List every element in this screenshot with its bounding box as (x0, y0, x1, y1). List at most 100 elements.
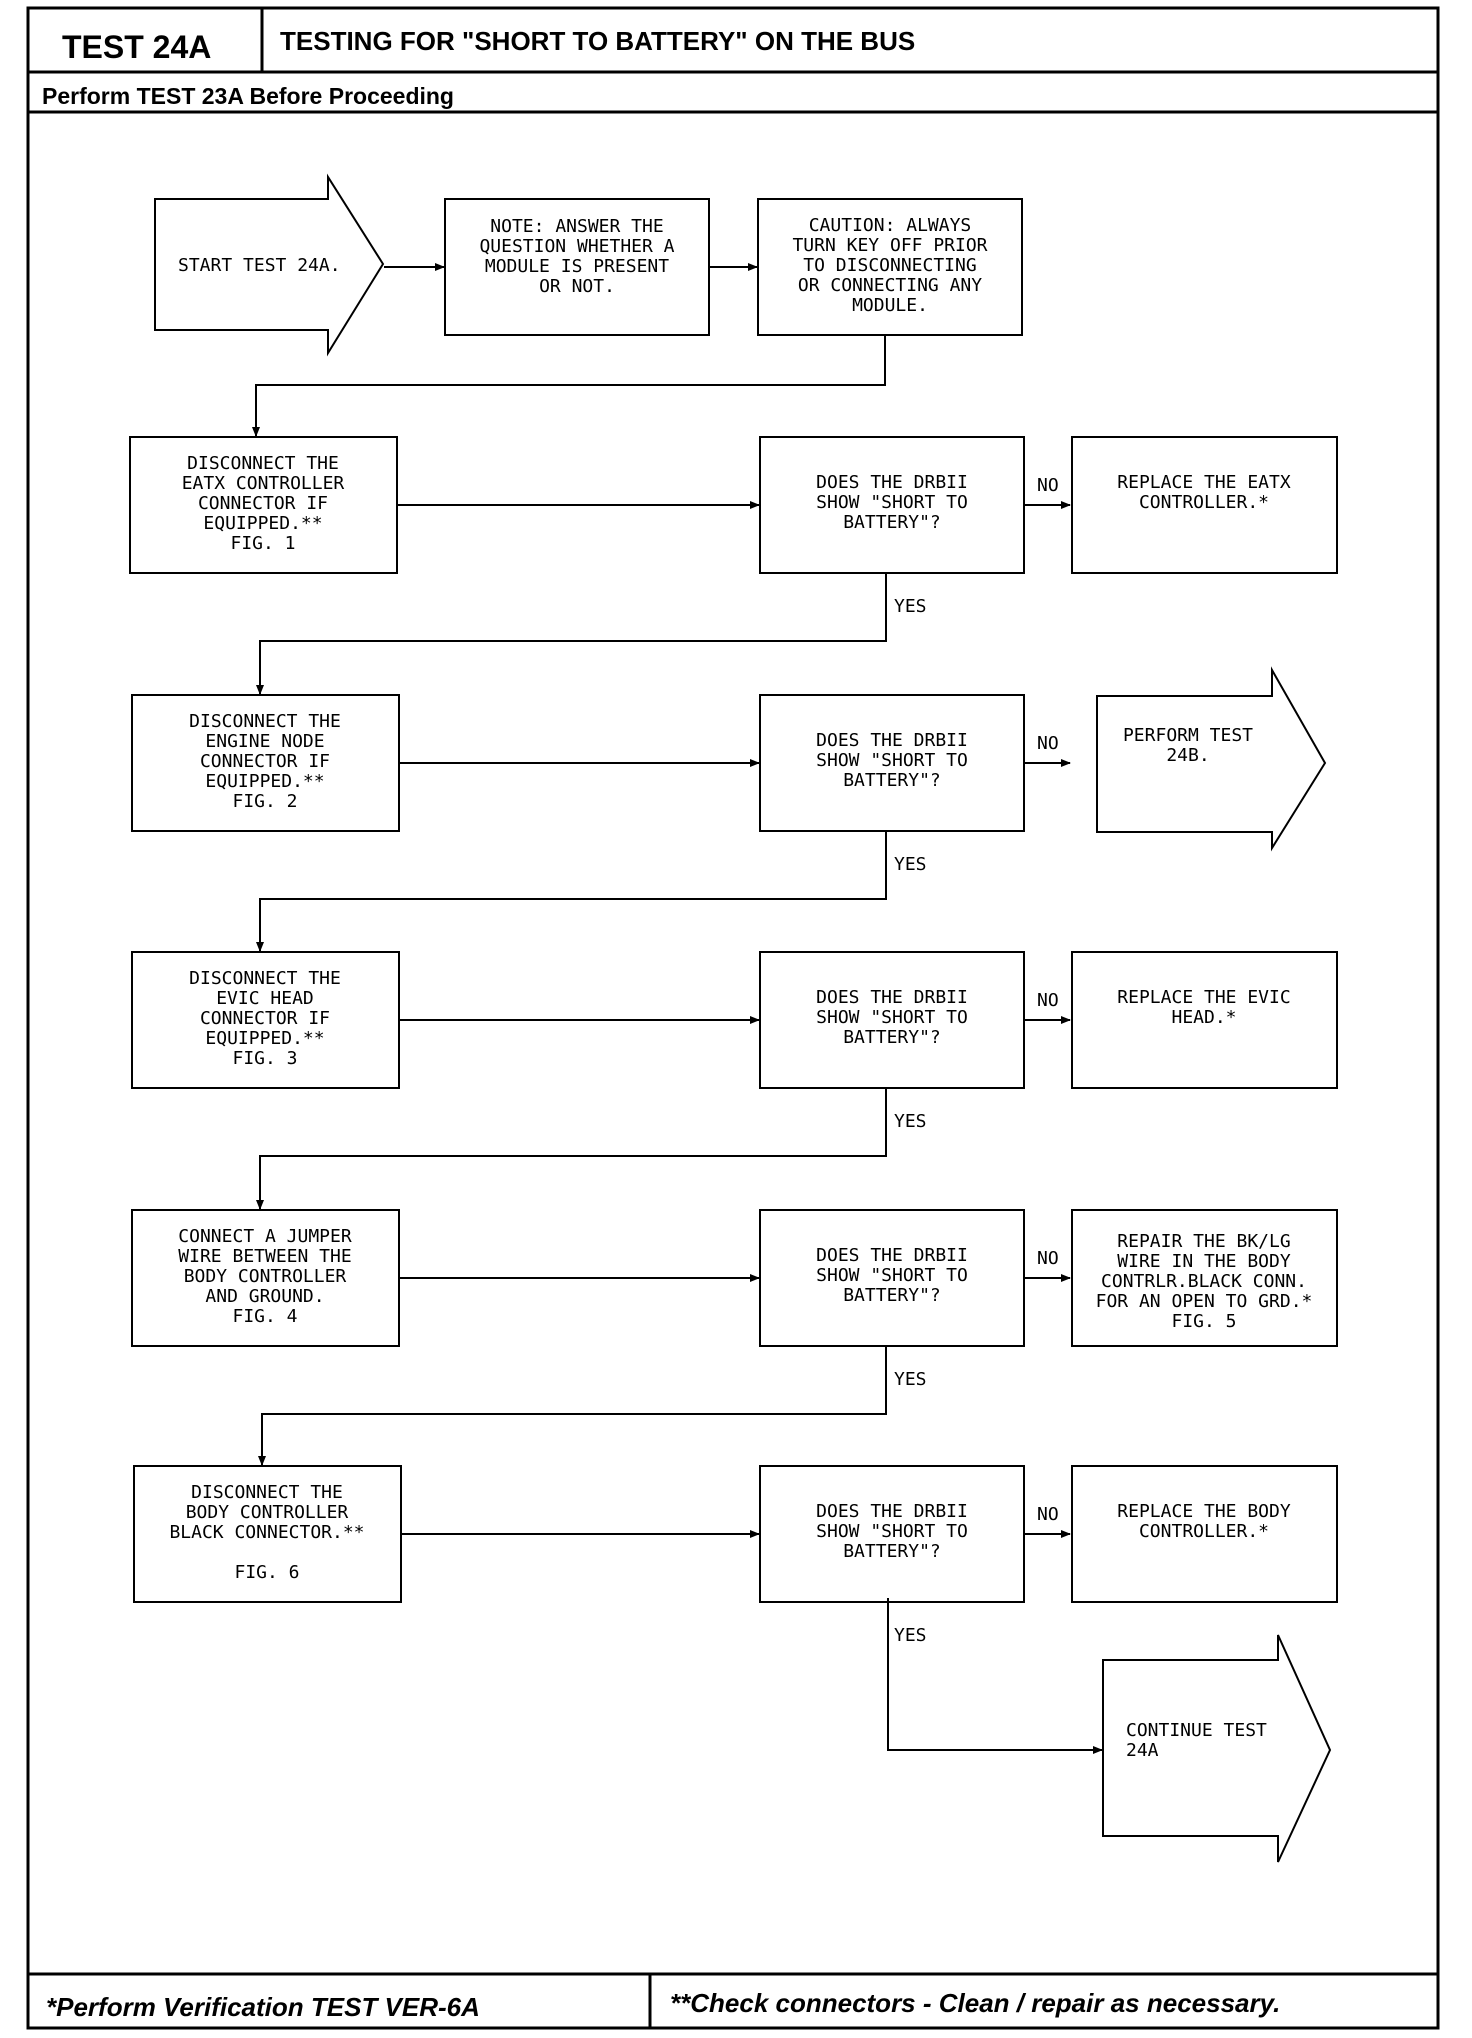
action-line: DISCONNECT THE (189, 968, 341, 989)
no-result-line: WIRE IN THE BODY (1117, 1251, 1291, 1272)
action-line: CONNECTOR IF (200, 1008, 330, 1029)
caution-line: TURN KEY OFF PRIOR (792, 235, 987, 256)
no-result-line: FOR AN OPEN TO GRD.* (1096, 1291, 1313, 1312)
question-line: BATTERY"? (843, 1027, 941, 1048)
no-label: NO (1037, 1248, 1059, 1269)
action-line: BODY CONTROLLER (184, 1266, 347, 1287)
start-label: START TEST 24A. (178, 255, 341, 276)
action-line: CONNECTOR IF (200, 751, 330, 772)
question-line: BATTERY"? (843, 1285, 941, 1306)
yes-label: YES (894, 1625, 927, 1646)
action-line: DISCONNECT THE (189, 711, 341, 732)
footer-connector-note: **Check connectors - Clean / repair as n… (670, 1988, 1280, 2018)
perform-test-arrow (1096, 666, 1327, 852)
question-box (759, 951, 1025, 1089)
question-line: SHOW "SHORT TO (816, 750, 968, 771)
action-line: CONNECTOR IF (198, 493, 328, 514)
no-result-line: CONTROLLER.* (1139, 492, 1269, 513)
arrow-yes-to-continue (887, 1598, 1103, 1754)
question-line: DOES THE DRBII (816, 987, 968, 1008)
action-line: DISCONNECT THE (187, 453, 339, 474)
question-line: DOES THE DRBII (816, 730, 968, 751)
question-line: BATTERY"? (843, 512, 941, 533)
no-result-line: CONTROLLER.* (1139, 1521, 1269, 1542)
action-line: FIG. 6 (234, 1562, 299, 1583)
page-title: TESTING FOR "SHORT TO BATTERY" ON THE BU… (280, 26, 915, 56)
question-box (759, 1465, 1025, 1603)
no-label: NO (1037, 475, 1059, 496)
prerequisite-note: Perform TEST 23A Before Proceeding (42, 83, 454, 109)
no-result-line: FIG. 5 (1171, 1311, 1236, 1332)
action-line: CONNECT A JUMPER (178, 1226, 352, 1247)
action-line: BLACK CONNECTOR.** (169, 1522, 364, 1543)
note-line: MODULE IS PRESENT (485, 256, 669, 277)
action-line: FIG. 4 (232, 1306, 297, 1327)
question-line: BATTERY"? (843, 770, 941, 791)
arrow-yes (256, 1088, 887, 1210)
caution-line: MODULE. (852, 295, 928, 316)
question-line: DOES THE DRBII (816, 1245, 968, 1266)
yes-label: YES (894, 1369, 927, 1390)
page-border (26, 6, 1440, 2030)
no-result-box (1071, 1465, 1338, 1603)
continue-label-line: 24A (1126, 1740, 1159, 1761)
no-result-line: HEAD.* (1171, 1007, 1236, 1028)
action-line: FIG. 1 (230, 533, 295, 554)
caution-line: CAUTION: ALWAYS (809, 215, 972, 236)
arrow-yes (258, 1346, 887, 1466)
action-line: EQUIPPED.** (205, 1028, 324, 1049)
question-line: SHOW "SHORT TO (816, 492, 968, 513)
test-id: TEST 24A (62, 29, 211, 65)
arrow-yes (256, 831, 887, 952)
start-label-line: START TEST 24A. (178, 255, 341, 276)
no-result-line: 24B. (1166, 745, 1209, 766)
action-line: ENGINE NODE (205, 731, 324, 752)
action-line: DISCONNECT THE (191, 1482, 343, 1503)
no-result-line: PERFORM TEST (1123, 725, 1253, 746)
caution-line: TO DISCONNECTING (803, 255, 976, 276)
question-line: SHOW "SHORT TO (816, 1265, 968, 1286)
no-result-box (1071, 436, 1338, 574)
start-arrow-shape (154, 173, 385, 357)
action-line: WIRE BETWEEN THE (178, 1246, 351, 1267)
question-box (759, 694, 1025, 832)
action-box (129, 436, 398, 574)
yes-label: YES (894, 1111, 927, 1132)
action-box (131, 694, 400, 832)
footer-verification-note: *Perform Verification TEST VER-6A (46, 1992, 480, 2022)
action-line: EQUIPPED.** (203, 513, 322, 534)
action-line: EQUIPPED.** (205, 771, 324, 792)
note-line: QUESTION WHETHER A (479, 236, 674, 257)
question-line: BATTERY"? (843, 1541, 941, 1562)
action-line: EVIC HEAD (216, 988, 314, 1009)
no-result-box (1071, 1209, 1338, 1347)
arrow-caution-to-step1 (252, 335, 886, 437)
question-box (759, 1209, 1025, 1347)
no-label: NO (1037, 990, 1059, 1011)
question-line: SHOW "SHORT TO (816, 1007, 968, 1028)
no-result-line: CONTRLR.BLACK CONN. (1101, 1271, 1307, 1292)
action-line: EATX CONTROLLER (182, 473, 345, 494)
no-result-line: REPAIR THE BK/LG (1117, 1231, 1290, 1252)
question-line: DOES THE DRBII (816, 1501, 968, 1522)
no-result-line: REPLACE THE EVIC (1117, 987, 1290, 1008)
yes-label: YES (894, 854, 927, 875)
caution-line: OR CONNECTING ANY (798, 275, 982, 296)
action-line: FIG. 2 (232, 791, 297, 812)
action-line: AND GROUND. (205, 1286, 324, 1307)
continue-arrow-shape (1102, 1634, 1332, 1863)
no-result-line: REPLACE THE EATX (1117, 472, 1291, 493)
action-box (131, 951, 400, 1089)
no-result-box (1071, 951, 1338, 1089)
caution-box (757, 198, 1023, 336)
